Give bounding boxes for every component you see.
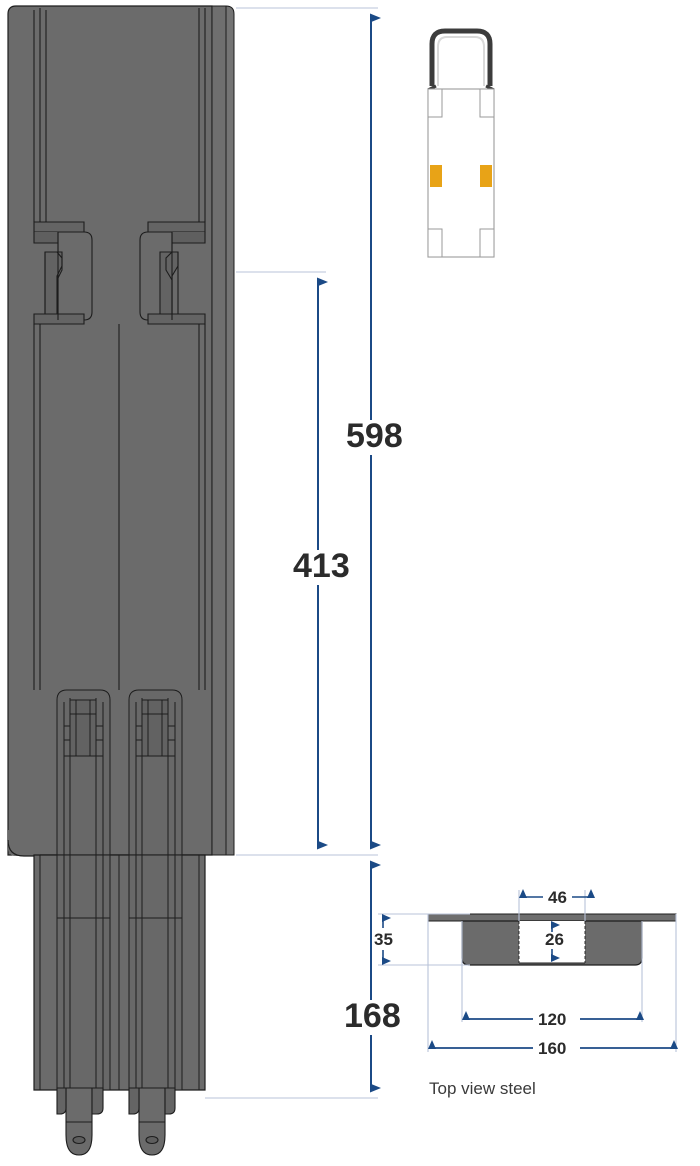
dimension-label-160: 160 bbox=[538, 1039, 567, 1058]
front-view-latch-left bbox=[33, 221, 93, 325]
dimension-lines bbox=[317, 13, 678, 1093]
front-view bbox=[7, 5, 235, 1156]
dimension-label-168: 168 bbox=[344, 997, 401, 1035]
orange-marker-left bbox=[430, 165, 442, 187]
dimension-label-598: 598 bbox=[346, 417, 403, 455]
dimension-label-35: 35 bbox=[374, 930, 393, 949]
front-view-latch-right bbox=[139, 221, 206, 325]
front-view-lower-body bbox=[33, 854, 206, 1091]
dimension-label-413: 413 bbox=[293, 547, 350, 585]
front-view-center-web bbox=[33, 324, 206, 690]
top-view-small bbox=[427, 28, 495, 258]
dimension-label-120: 120 bbox=[538, 1010, 567, 1029]
front-view-body-outline bbox=[7, 5, 235, 857]
top-view-steel-section bbox=[427, 913, 677, 966]
dimension-label-46: 46 bbox=[548, 888, 567, 907]
section-view-caption: Top view steel bbox=[429, 1079, 536, 1098]
front-view-prongs bbox=[56, 1087, 176, 1156]
orange-marker-right bbox=[480, 165, 492, 187]
front-view-panel-lines bbox=[33, 8, 206, 222]
dimension-label-26: 26 bbox=[545, 930, 564, 949]
